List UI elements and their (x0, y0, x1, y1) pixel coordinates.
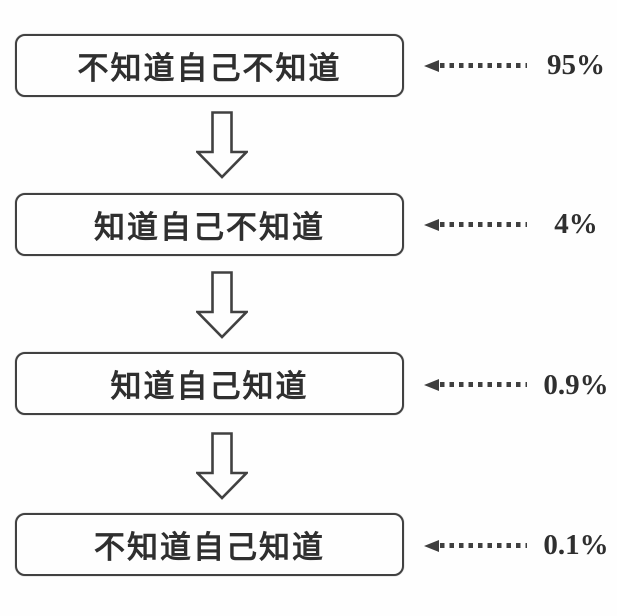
down-arrow-icon-2 (196, 271, 248, 339)
left-arrowhead-icon (424, 539, 439, 552)
percent-label-1: 95% (547, 49, 605, 81)
dotted-line (440, 222, 527, 227)
stage-box-2: 知道自己不知道 (15, 193, 404, 256)
stage-label-1: 不知道自己不知道 (77, 51, 342, 86)
dotted-line (440, 543, 527, 548)
stage-box-4: 不知道自己知道 (15, 513, 404, 576)
left-arrowhead-icon (424, 218, 439, 231)
stage-label-3: 知道自己知道 (110, 369, 309, 404)
left-arrowhead-icon (424, 378, 439, 391)
stage-label-4: 不知道自己知道 (94, 530, 325, 565)
percent-label-2: 4% (554, 208, 598, 240)
left-arrowhead-icon (424, 59, 439, 72)
down-arrow-icon-3 (196, 432, 248, 500)
stage-label-2: 知道自己不知道 (94, 210, 325, 245)
dotted-arrow-3 (424, 378, 527, 391)
down-arrow-icon-1 (196, 111, 248, 179)
stage-box-3: 知道自己知道 (15, 352, 404, 415)
percent-label-3: 0.9% (543, 369, 609, 401)
dotted-arrow-1 (424, 59, 527, 72)
stage-box-1: 不知道自己不知道 (15, 34, 404, 97)
dotted-arrow-4 (424, 539, 527, 552)
dotted-line (440, 63, 527, 68)
dotted-arrow-2 (424, 218, 527, 231)
percent-label-4: 0.1% (543, 529, 609, 561)
dotted-line (440, 382, 527, 387)
